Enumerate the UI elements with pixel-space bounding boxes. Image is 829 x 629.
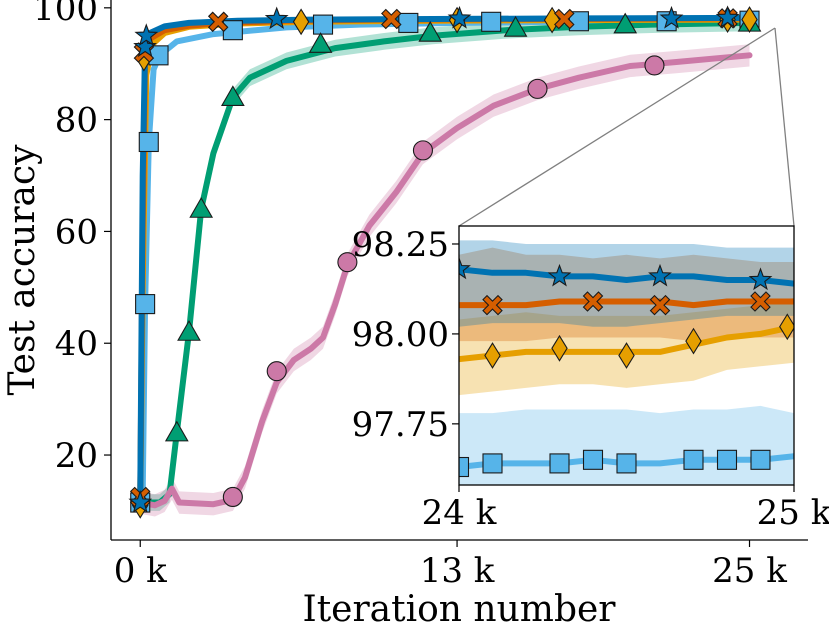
x-marker <box>207 11 229 33</box>
y-tick-label: 20 <box>55 436 98 476</box>
y-tick-label: 100 <box>33 0 98 29</box>
inset-axis-ticks: 24 k 25 k 97.75 98.00 98.25 <box>352 225 829 533</box>
star-marker <box>134 23 159 46</box>
triangle-marker <box>308 32 333 53</box>
inset-square-marker <box>616 453 637 474</box>
triangle-marker <box>613 12 638 34</box>
inset-star-marker <box>547 263 572 287</box>
circle-marker <box>222 486 243 508</box>
square-marker <box>481 11 502 32</box>
triangle-marker <box>164 420 189 442</box>
y-tick-label: 80 <box>55 101 98 141</box>
circle-marker <box>266 361 287 382</box>
star-marker <box>659 5 684 29</box>
star-marker <box>715 5 740 28</box>
inset-diamond-marker <box>484 342 501 369</box>
inset-square-marker <box>459 456 470 478</box>
x-tick-label: 25 k <box>712 551 787 591</box>
zoom-connector-left <box>458 27 776 227</box>
triangle-marker <box>177 320 201 341</box>
triangle-marker <box>418 20 443 42</box>
inset-diamond-marker <box>685 327 702 355</box>
y-tick-label: 60 <box>55 212 98 252</box>
inset-diamond-marker <box>551 334 568 362</box>
x-marker <box>554 8 575 30</box>
inset-y-tick-label: 98.25 <box>352 225 449 265</box>
inset-star-marker <box>648 263 672 287</box>
inset-x-marker <box>649 294 671 316</box>
zoom-connector-right <box>774 27 795 227</box>
inset-square-marker <box>750 449 771 470</box>
inset-star-marker <box>748 267 773 291</box>
star-marker <box>264 6 289 30</box>
inset-x-tick-label: 25 k <box>757 493 829 533</box>
series-line <box>137 19 753 506</box>
inset-square-marker <box>549 453 570 474</box>
inset-y-tick-label: 98.00 <box>352 315 449 355</box>
x-axis-label: Iteration number <box>302 589 616 629</box>
triangle-marker <box>189 197 214 218</box>
square-marker <box>312 14 334 35</box>
inset-confidence-band <box>459 247 794 342</box>
x-tick-label: 0 k <box>114 551 167 591</box>
inset-x-tick-label: 24 k <box>422 493 497 533</box>
triangle-marker <box>220 85 245 107</box>
triangle-marker <box>503 15 528 37</box>
diamond-marker <box>292 8 310 36</box>
square-marker <box>135 294 156 315</box>
x-tick-label: 13 k <box>420 551 495 591</box>
inset-star-marker <box>459 256 471 280</box>
star-marker <box>128 489 153 513</box>
inset-confidence-band <box>459 240 794 327</box>
y-axis-label: Test accuracy <box>2 144 43 396</box>
main-axis-ticks: 0 k 13 k 25 k 20 40 60 80 100 <box>33 0 787 591</box>
square-marker <box>222 20 243 41</box>
inset-y-tick-label: 97.75 <box>352 405 449 445</box>
circle-marker <box>644 55 665 76</box>
inset-square-marker <box>683 449 704 470</box>
inset-x-marker <box>582 291 604 312</box>
inset-series-line <box>459 266 794 287</box>
inset-square-marker <box>582 449 604 470</box>
inset-x-marker <box>482 294 503 316</box>
inset-x-marker <box>750 291 771 312</box>
diamond-marker <box>741 6 758 33</box>
inset-series-line <box>459 298 794 309</box>
inset-diamond-marker <box>618 342 635 369</box>
x-marker <box>381 8 402 30</box>
circle-marker <box>412 140 433 161</box>
inset-frame <box>458 225 795 486</box>
inset-confidence-band <box>459 405 794 485</box>
zoom-inset: 24 k 25 k 97.75 98.00 98.25 <box>352 225 829 533</box>
y-tick-label: 40 <box>55 324 98 364</box>
inset-diamond-marker <box>779 313 794 341</box>
square-marker <box>138 131 159 153</box>
circle-marker <box>337 252 358 273</box>
main-series-markers <box>128 5 762 519</box>
inset-square-marker <box>716 449 738 470</box>
square-marker <box>398 12 419 33</box>
star-marker <box>447 5 472 29</box>
inset-square-marker <box>482 453 503 474</box>
circle-marker <box>527 78 548 99</box>
inset-series-markers <box>459 256 794 478</box>
